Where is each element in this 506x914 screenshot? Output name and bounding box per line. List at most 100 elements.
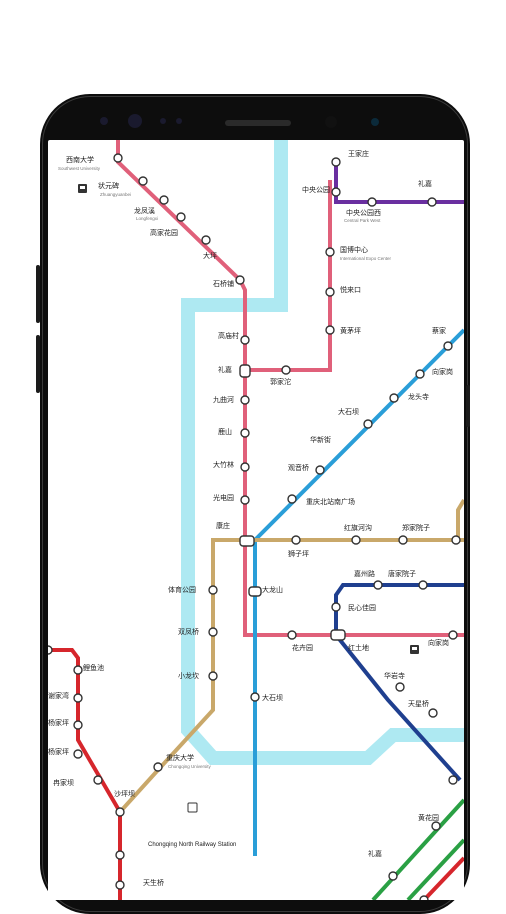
station-label: 华岩寺 — [384, 671, 405, 680]
station-dot[interactable] — [363, 419, 373, 429]
station-dot[interactable] — [287, 494, 297, 504]
station-label: 狮子坪 — [288, 550, 309, 558]
station-dot[interactable] — [419, 895, 429, 900]
station-dot[interactable] — [281, 365, 291, 375]
metro-map-screen[interactable]: 西南大学 状元碑 龙凤溪 高家花园 大坪 石桥铺 高庙村 礼嘉 九曲河 鹿山 大… — [48, 140, 464, 900]
station-dot[interactable] — [287, 630, 297, 640]
station-dot[interactable] — [325, 325, 335, 335]
metro-map[interactable]: 西南大学 状元碑 龙凤溪 高家花园 大坪 石桥铺 高庙村 礼嘉 九曲河 鹿山 大… — [48, 140, 464, 900]
station-dot[interactable] — [331, 187, 341, 197]
station-label: 华新街 — [310, 435, 331, 444]
station-dot[interactable] — [367, 197, 377, 207]
interchange-station[interactable] — [248, 586, 262, 597]
station-label: 双凤桥 — [178, 627, 199, 636]
station-dot[interactable] — [240, 462, 250, 472]
station-label: 向家岗 — [432, 367, 453, 376]
station-dot[interactable] — [325, 287, 335, 297]
station-label: 王家庄 — [348, 149, 369, 158]
station-dot[interactable] — [240, 495, 250, 505]
interchange-station[interactable] — [239, 364, 251, 378]
station-dot[interactable] — [431, 821, 441, 831]
station-dot[interactable] — [235, 275, 245, 285]
line-green[interactable] — [371, 798, 464, 900]
station-label: 唐家院子 — [388, 569, 416, 578]
station-dot[interactable] — [240, 335, 250, 345]
power-button — [466, 385, 470, 427]
station-label: 礼嘉 — [368, 849, 382, 858]
station-label: 光电园 — [213, 493, 234, 502]
station-dot[interactable] — [395, 682, 405, 692]
station-dot[interactable] — [240, 395, 250, 405]
station-dot[interactable] — [115, 807, 125, 817]
station-dot[interactable] — [448, 630, 458, 640]
station-label: 重庆北站南广场 — [306, 497, 355, 506]
station-dot[interactable] — [201, 235, 211, 245]
station-dot[interactable] — [93, 775, 103, 785]
station-dot[interactable] — [73, 693, 83, 703]
station-dot[interactable] — [373, 580, 383, 590]
station-dot[interactable] — [73, 720, 83, 730]
station-dot[interactable] — [113, 153, 123, 163]
station-dot[interactable] — [73, 749, 83, 759]
station-label: 蔡家 — [432, 326, 446, 335]
line-loop[interactable] — [181, 140, 464, 765]
station-label: 状元碑 — [98, 181, 119, 190]
station-dot[interactable] — [451, 535, 461, 545]
station-dot[interactable] — [418, 580, 428, 590]
station-sublabel: Central Park West — [344, 218, 381, 223]
station-label: 龙头寺 — [408, 392, 429, 401]
station-dot[interactable] — [153, 762, 163, 772]
station-dot[interactable] — [388, 871, 398, 881]
station-label: 九曲河 — [213, 395, 234, 404]
line-6[interactable] — [116, 140, 464, 637]
station-label: 礼嘉 — [418, 179, 432, 188]
sensor-icon — [176, 118, 182, 124]
station-dot[interactable] — [448, 775, 458, 785]
station-label: 小龙坎 — [178, 671, 199, 680]
station-dot[interactable] — [73, 665, 83, 675]
station-dot[interactable] — [291, 535, 301, 545]
station-dot[interactable] — [351, 535, 361, 545]
station-label: 红土地 — [348, 643, 369, 652]
station-label: 高庙村 — [218, 331, 239, 340]
station-label: 大坪 — [203, 251, 217, 260]
line-5[interactable] — [334, 583, 464, 782]
station-label: 天星桥 — [408, 699, 429, 708]
station-label: 大石坝 — [262, 693, 283, 702]
station-label: 黄茅坪 — [340, 326, 361, 335]
station-dot[interactable] — [415, 369, 425, 379]
station-dot[interactable] — [331, 602, 341, 612]
station-label: 观音桥 — [288, 463, 309, 472]
station-dot[interactable] — [331, 157, 341, 167]
station-dot[interactable] — [250, 692, 260, 702]
station-label: 冉家坝 — [53, 778, 74, 787]
line-2[interactable] — [48, 648, 122, 814]
station-label: 杨家坪 — [48, 718, 69, 727]
station-dot[interactable] — [443, 341, 453, 351]
station-dot[interactable] — [427, 197, 437, 207]
station-dot[interactable] — [389, 393, 399, 403]
station-dot[interactable] — [315, 465, 325, 475]
station-dot[interactable] — [138, 176, 148, 186]
station-dot[interactable] — [159, 195, 169, 205]
station-sublabel: Longfengxi — [136, 216, 158, 221]
station-dot[interactable] — [48, 645, 53, 655]
station-dot[interactable] — [115, 880, 125, 890]
station-dot[interactable] — [176, 212, 186, 222]
line-3[interactable] — [253, 328, 464, 856]
interchange-station[interactable] — [239, 535, 255, 547]
station-dot[interactable] — [115, 850, 125, 860]
line-purple[interactable] — [334, 160, 464, 204]
station-dot[interactable] — [240, 428, 250, 438]
station-dot[interactable] — [208, 671, 218, 681]
station-dot[interactable] — [208, 627, 218, 637]
interchange-station[interactable] — [330, 629, 346, 641]
station-label: 大龙山 — [262, 585, 283, 594]
station-dot[interactable] — [325, 247, 335, 257]
station-dot[interactable] — [428, 708, 438, 718]
sensor-icon — [160, 118, 166, 124]
station-dot[interactable] — [398, 535, 408, 545]
station-dot[interactable] — [208, 585, 218, 595]
station-label: 国博中心 — [340, 245, 368, 254]
volume-button — [36, 265, 40, 323]
